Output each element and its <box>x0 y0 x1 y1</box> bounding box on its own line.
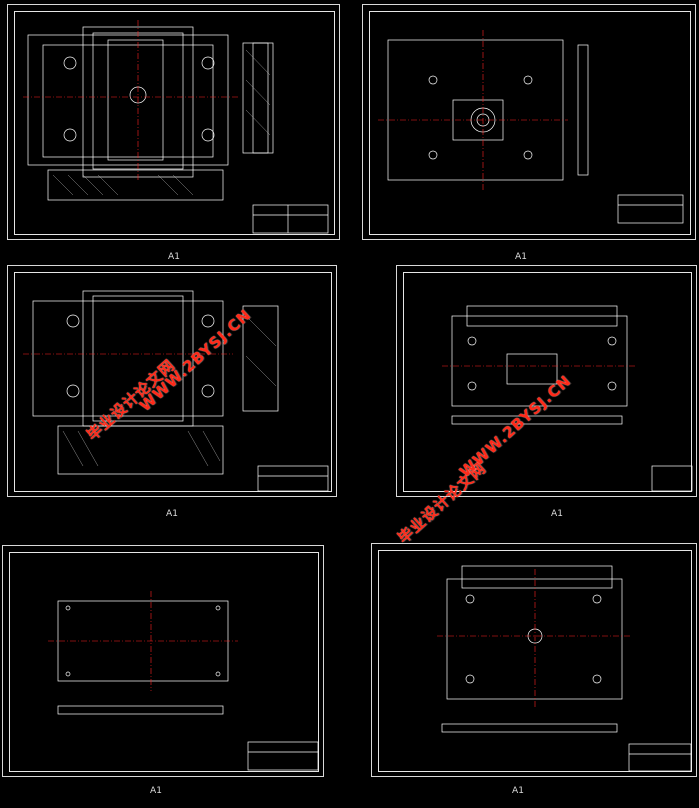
sheet-4-caption: A1 <box>551 509 563 519</box>
sheet-3-caption: A1 <box>166 509 178 519</box>
drawing-6-graphics <box>437 565 692 772</box>
sheet-2-caption: A1 <box>515 252 527 262</box>
drawing-sheet-1: A1 <box>7 4 340 262</box>
drawing-3-graphics <box>23 290 329 492</box>
drawing-sheet-6: A1 <box>371 543 697 796</box>
drawing-sheet-5: A1 <box>2 545 324 796</box>
drawing-sheet-3: A1 <box>7 265 337 519</box>
sheet-6-caption: A1 <box>512 786 524 796</box>
drawing-4-graphics <box>442 305 693 492</box>
sheet-1-caption: A1 <box>168 252 180 262</box>
drawing-1-graphics <box>23 20 329 234</box>
sheet-5-caption: A1 <box>150 786 162 796</box>
drawing-2-graphics <box>378 30 684 224</box>
drawing-sheet-4: A1 <box>396 265 697 519</box>
drawing-sheet-2: A1 <box>362 4 696 262</box>
drawing-5-graphics <box>48 591 319 771</box>
